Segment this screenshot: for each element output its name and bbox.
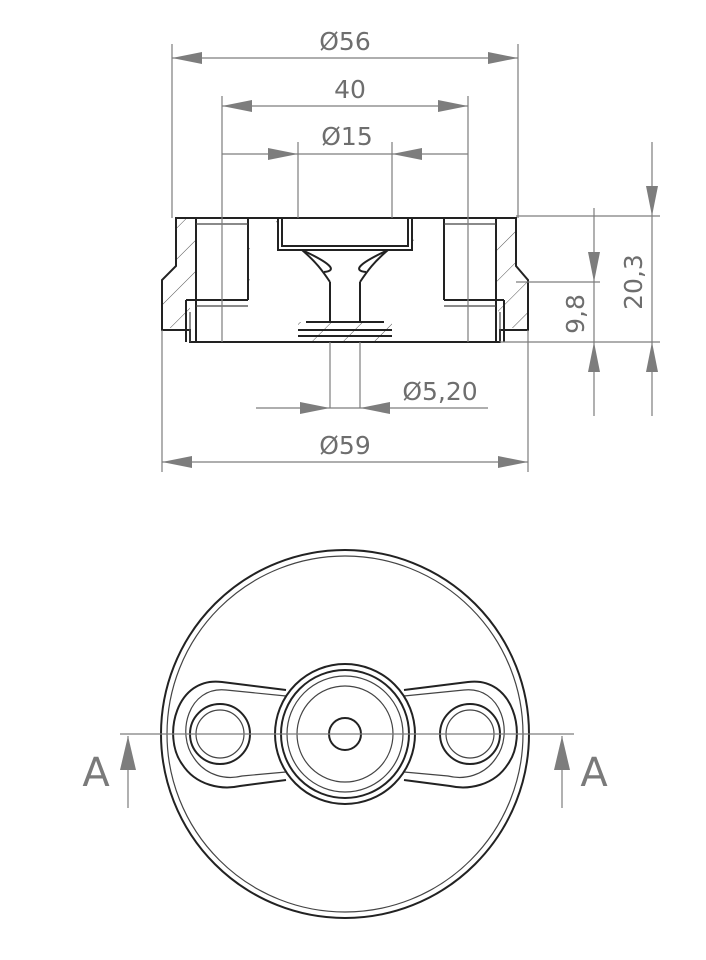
label-total-height: 20,3 (619, 254, 648, 310)
left-slot-outline (172, 680, 287, 789)
section-view (161, 217, 529, 343)
dimension-labels: Ø56 40 Ø15 Ø5,20 Ø59 20,3 9,8 (319, 27, 648, 460)
label-counterbore-diameter: Ø15 (321, 122, 373, 151)
dimension-lines (161, 44, 660, 472)
right-slot-outline (403, 680, 518, 789)
section-marker-right: A (580, 750, 608, 796)
left-bolt-bore (195, 218, 249, 342)
top-view (120, 549, 574, 919)
right-bolt-bore (443, 218, 497, 342)
center-counterbore (277, 218, 413, 251)
label-step-height: 9,8 (561, 294, 590, 334)
label-base-diameter: Ø59 (319, 431, 371, 460)
center-pin-hole (329, 282, 361, 322)
section-marker-left: A (82, 750, 110, 796)
label-pin-diameter: Ø5,20 (402, 377, 477, 406)
label-bolt-spacing: 40 (334, 75, 366, 104)
label-outer-diameter-top: Ø56 (319, 27, 371, 56)
